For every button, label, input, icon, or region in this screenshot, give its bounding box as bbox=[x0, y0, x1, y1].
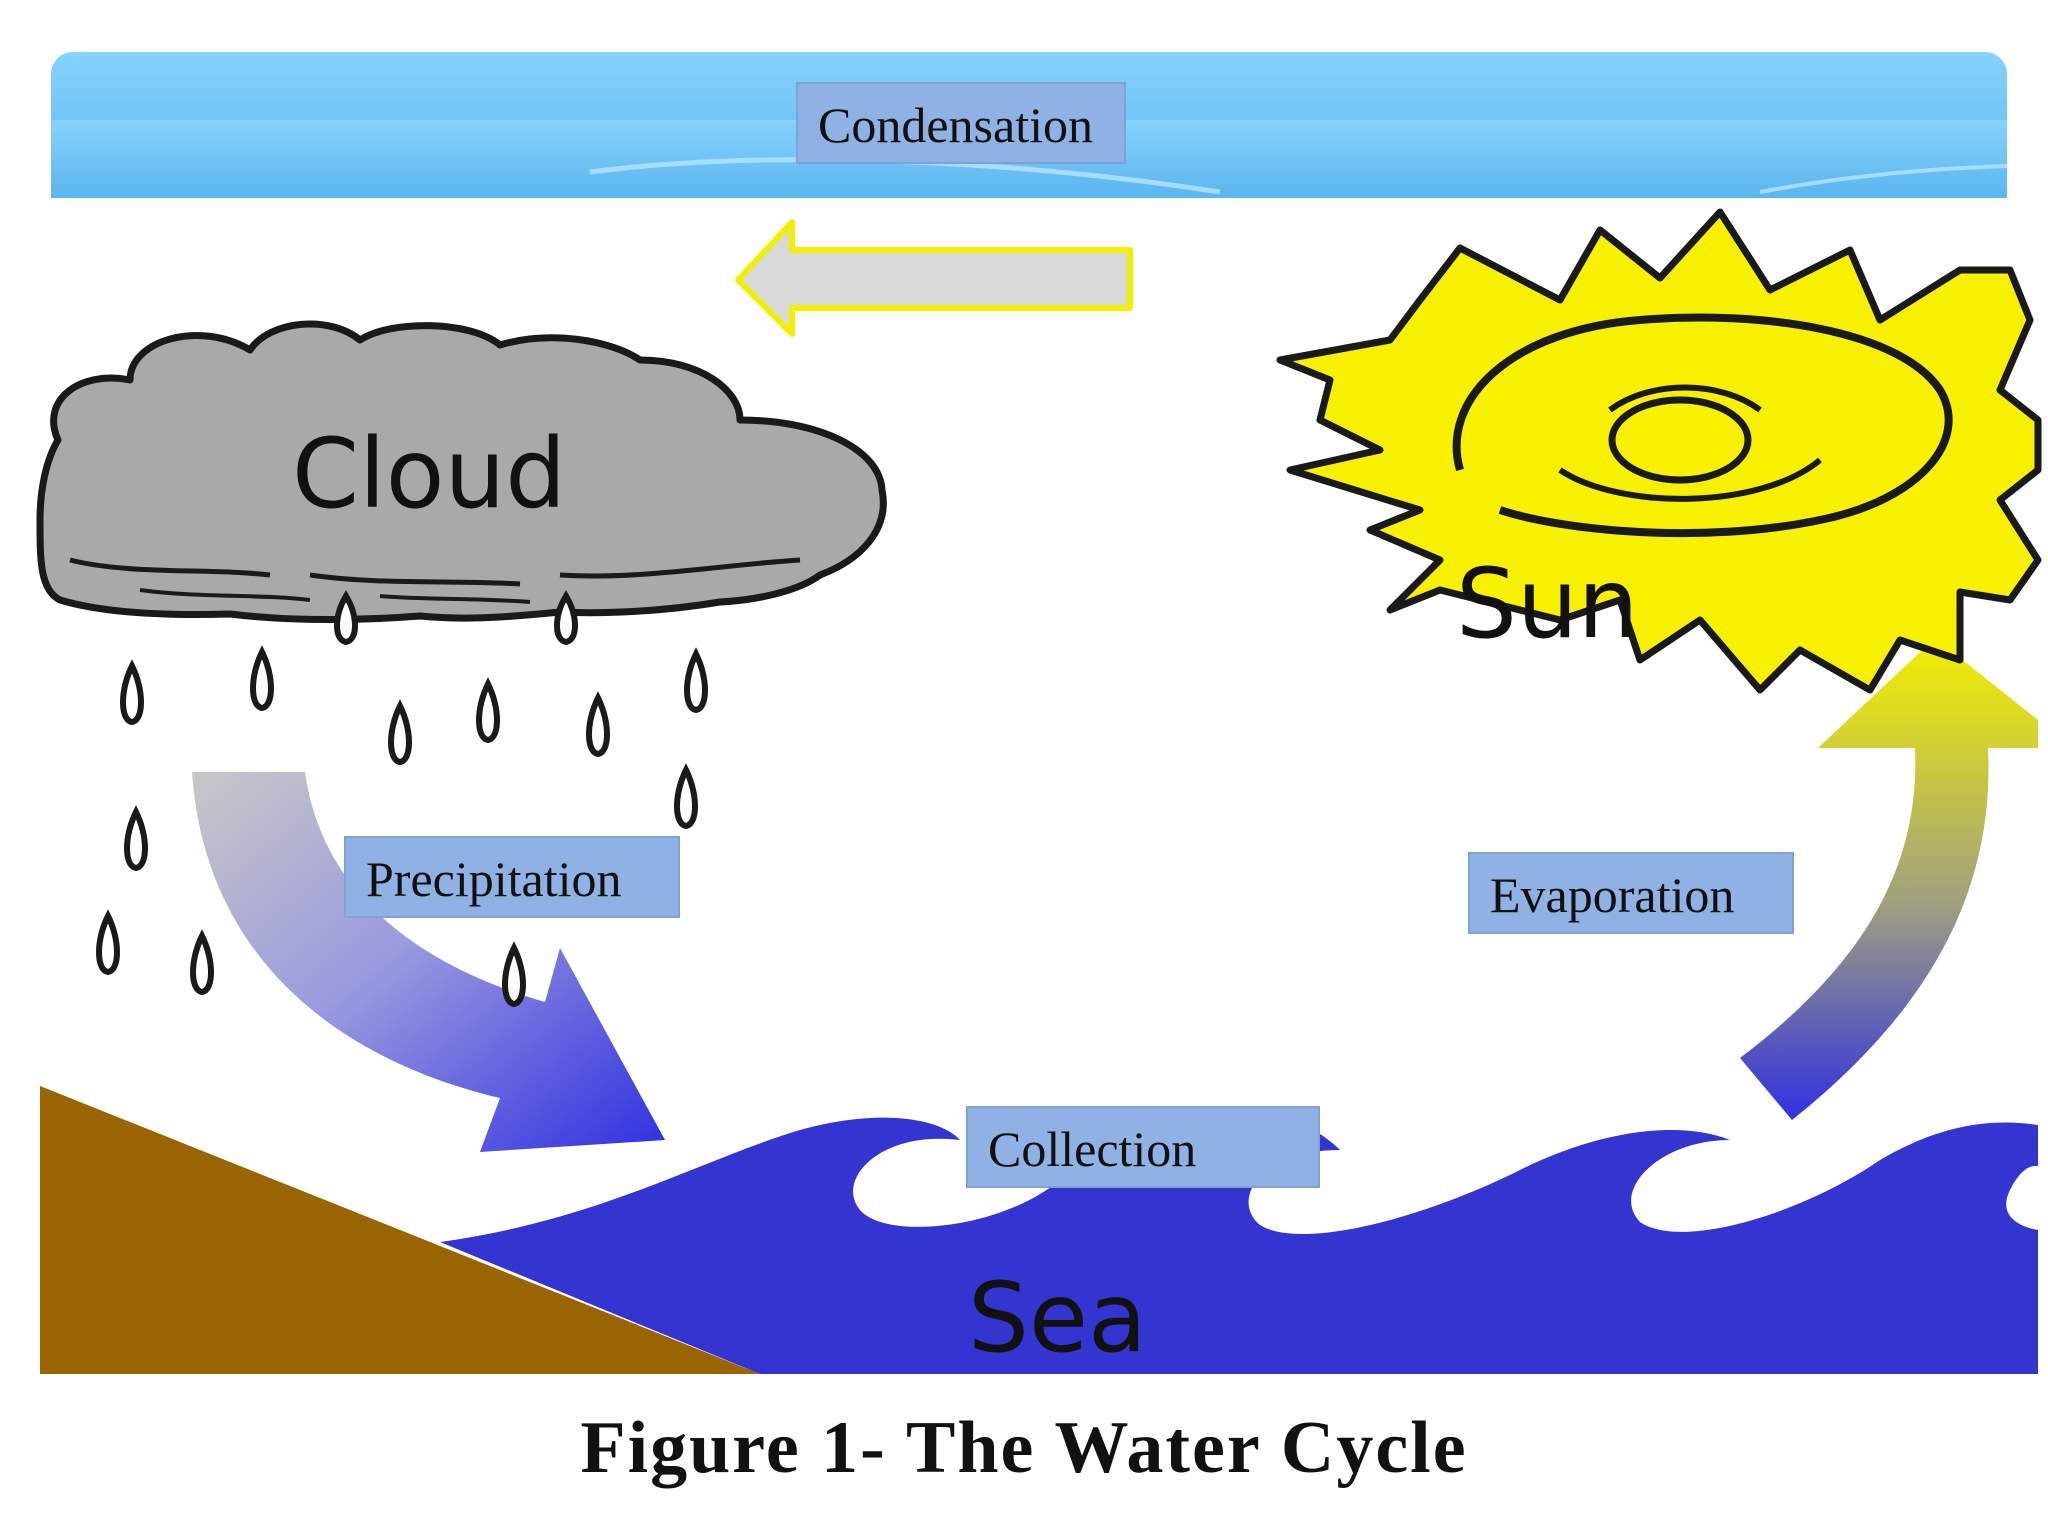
sun-label: Sun bbox=[1456, 548, 1639, 660]
sea-label: Sea bbox=[968, 1262, 1147, 1374]
curved-arrow-up-icon bbox=[1740, 638, 2038, 1120]
sea bbox=[440, 1117, 2038, 1374]
smiling-sun-icon bbox=[1276, 208, 2042, 694]
raindrop-icon bbox=[96, 590, 708, 1008]
arrow-left-icon bbox=[735, 219, 1133, 337]
cloud-icon bbox=[36, 320, 887, 624]
condensation-label: Condensation bbox=[796, 82, 1126, 164]
collection-label: Collection bbox=[966, 1106, 1320, 1188]
evaporation-label: Evaporation bbox=[1468, 852, 1794, 934]
land bbox=[40, 1086, 760, 1374]
cloud-label: Cloud bbox=[292, 418, 567, 530]
figure-caption: Figure 1- The Water Cycle bbox=[580, 1407, 1468, 1489]
precipitation-label: Precipitation bbox=[344, 836, 680, 918]
curved-arrow-down-icon bbox=[192, 772, 665, 1152]
